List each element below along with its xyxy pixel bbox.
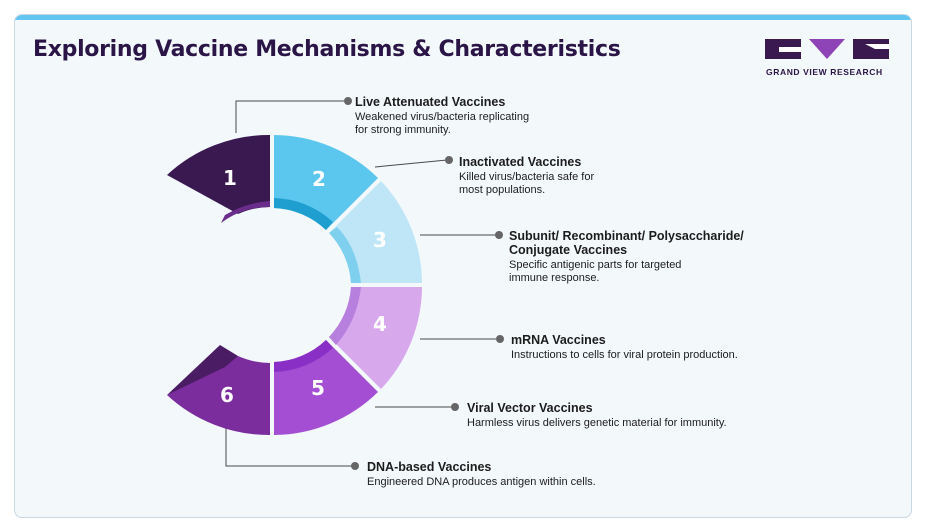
- brand-logo-icon: [765, 39, 889, 59]
- vaccine-title-1: Live Attenuated Vaccines: [355, 95, 506, 109]
- segment-1-inner: [221, 201, 270, 223]
- vaccine-desc-6: Engineered DNA produces antigen within c…: [367, 476, 596, 488]
- connector-line-1: [235, 100, 348, 133]
- segment-4-inner: [329, 287, 361, 345]
- vaccine-item-2: Inactivated Vaccines Killed virus/bacter…: [459, 155, 594, 197]
- vaccine-title-2: Inactivated Vaccines: [459, 155, 582, 169]
- segment-number-2: 2: [312, 167, 326, 191]
- segment-6: [167, 356, 270, 436]
- segment-6-inner: [167, 345, 238, 395]
- vaccine-item-4: mRNA Vaccines Instructions to cells for …: [511, 333, 738, 362]
- infographic-card: Exploring Vaccine Mechanisms & Character…: [14, 14, 912, 518]
- connector-dot-2: [445, 156, 453, 164]
- vaccine-title-5: Viral Vector Vaccines: [467, 401, 593, 415]
- segment-number-1: 1: [223, 166, 237, 190]
- vaccine-title-4: mRNA Vaccines: [511, 333, 606, 347]
- segment-3-inner: [329, 227, 361, 283]
- segment-1: [167, 134, 270, 214]
- vaccine-item-3: Subunit/ Recombinant/ Polysaccharide/ Co…: [509, 229, 744, 285]
- connector-dot-5: [451, 403, 459, 411]
- connector-line-6: [225, 425, 355, 467]
- segment-number-3: 3: [373, 228, 387, 252]
- vaccine-item-5: Viral Vector Vaccines Harmless virus del…: [467, 401, 727, 430]
- vaccine-desc-1: Weakened virus/bacteria replicating for …: [355, 111, 530, 136]
- segment-number-5: 5: [311, 376, 325, 400]
- vaccine-desc-4: Instructions to cells for viral protein …: [511, 349, 738, 361]
- segment-2-inner: [274, 198, 333, 230]
- vaccine-desc-5: Harmless virus delivers genetic material…: [467, 417, 727, 429]
- connector-line-2: [374, 159, 448, 168]
- segment-5-inner: [274, 340, 333, 372]
- top-accent-bar: [15, 15, 911, 20]
- vaccine-ring-diagram: 1 2 3 4 5 6: [167, 97, 504, 470]
- connector-dot-4: [496, 335, 504, 343]
- connector-dot-3: [495, 231, 503, 239]
- brand-name: GRAND VIEW RESEARCH: [766, 67, 883, 77]
- page-title: Exploring Vaccine Mechanisms & Character…: [33, 37, 621, 62]
- vaccine-desc-3: Specific antigenic parts for targeted im…: [509, 259, 682, 284]
- segment-number-4: 4: [373, 312, 387, 336]
- connector-dot-1: [344, 97, 352, 105]
- vaccine-title-6: DNA-based Vaccines: [367, 460, 492, 474]
- vaccine-item-1: Live Attenuated Vaccines Weakened virus/…: [355, 95, 529, 137]
- connector-dot-6: [351, 462, 359, 470]
- vaccine-title-3: Subunit/ Recombinant/ Polysaccharide/ Co…: [509, 229, 744, 257]
- segment-number-6: 6: [220, 383, 234, 407]
- vaccine-desc-2: Killed virus/bacteria safe for most popu…: [459, 171, 595, 196]
- vaccine-item-6: DNA-based Vaccines Engineered DNA produc…: [367, 460, 596, 489]
